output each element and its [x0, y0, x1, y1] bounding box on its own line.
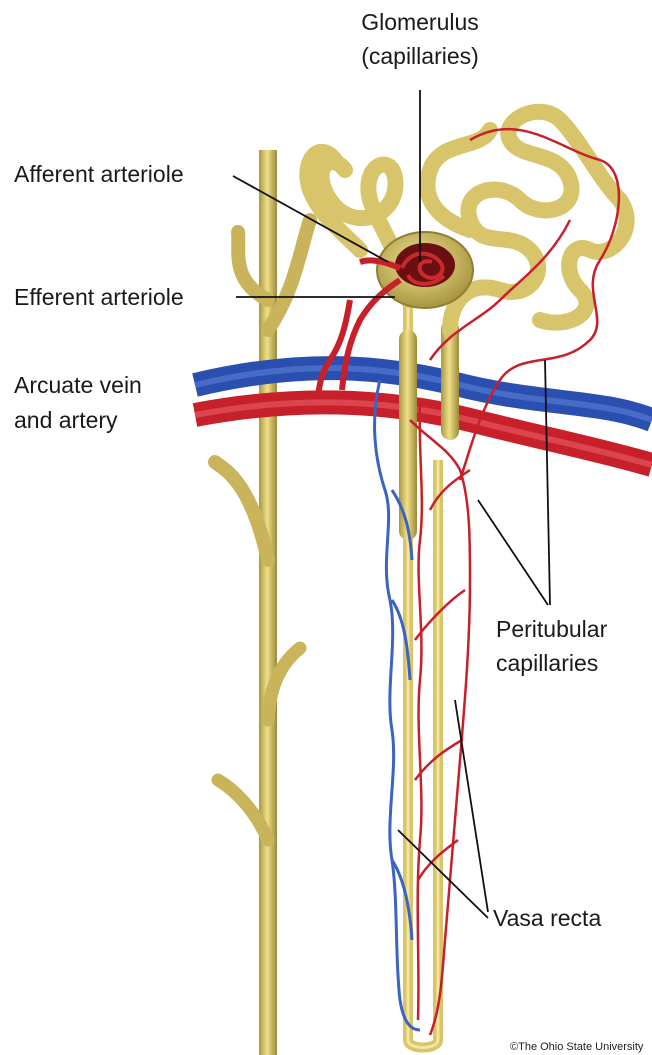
- vasa-recta-leader-2: [455, 700, 488, 912]
- vasa-recta-label: Vasa recta: [493, 905, 601, 931]
- glomerulus-label-line2: (capillaries): [361, 43, 479, 69]
- peritubular-leader-1: [478, 500, 548, 605]
- efferent-arteriole-label: Efferent arteriole: [14, 284, 184, 310]
- vasa-recta-red: [418, 400, 422, 1020]
- peritubular-label-line2: capillaries: [496, 650, 598, 676]
- peritubular-label-line1: Peritubular: [496, 616, 608, 642]
- arcuate-label-line2: and artery: [14, 407, 118, 433]
- collecting-duct: [215, 150, 310, 1055]
- arcuate-label-line1: Arcuate vein: [14, 372, 142, 398]
- afferent-arteriole-label: Afferent arteriole: [14, 161, 184, 187]
- glomerulus-label-line1: Glomerulus: [361, 9, 479, 35]
- copyright-text: ©The Ohio State University: [510, 1041, 644, 1053]
